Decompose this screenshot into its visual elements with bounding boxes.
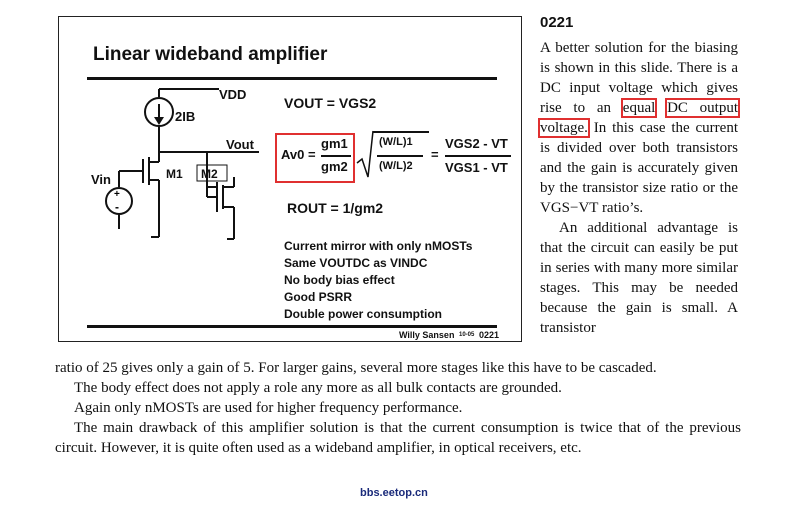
right-paragraph-1-end: In this case the current is divided over… (540, 120, 738, 216)
wl2-label: (W/L)2 (379, 160, 413, 172)
sqrt-symbol (356, 130, 374, 178)
sqrt-overbar (373, 131, 429, 133)
vin-label: Vin (91, 172, 111, 187)
m1-label: M1 (166, 167, 183, 181)
footer-rule (87, 325, 497, 328)
slide-title: Linear wideband amplifier (93, 44, 328, 65)
slide-figure: Linear wideband amplifier (58, 16, 522, 342)
m2-label: M2 (201, 167, 218, 181)
svg-text:+: + (114, 189, 120, 200)
right-paragraph-1-start: A better solution for the biasing is sho… (540, 40, 738, 116)
right-paragraph-2: An additional advantage is that the circ… (540, 220, 738, 336)
bullet-4: Good PSRR (284, 290, 352, 304)
bullet-2: Same VOUTDC as VINDC (284, 256, 428, 270)
bullet-5: Double power consumption (284, 307, 442, 321)
slide-number-heading: 0221 (540, 14, 574, 31)
vgs-fraction-bar (445, 155, 511, 157)
equals-sign: = (431, 147, 439, 162)
gain-fraction-bar (321, 155, 351, 157)
highlight-dc-output: DC output voltage. (537, 98, 741, 138)
bottom-paragraph-4: The main drawback of this amplifier solu… (55, 420, 741, 456)
bottom-paragraph-1: ratio of 25 gives only a gain of 5. For … (55, 360, 657, 376)
gm1-label: gm1 (321, 136, 348, 151)
rout-equation: ROUT = 1/gm2 (287, 200, 384, 216)
vgs2-vt-label: VGS2 - VT (445, 136, 508, 151)
gain-highlight-box (275, 133, 355, 183)
vdd-label: VDD (219, 87, 247, 102)
bottom-paragraph-3: Again only nMOSTs are used for higher fr… (74, 400, 463, 416)
wl-fraction-bar (377, 155, 423, 157)
title-rule (87, 77, 497, 80)
vout-label: Vout (226, 137, 254, 152)
vgs1-vt-label: VGS1 - VT (445, 160, 508, 175)
bottom-paragraph-2: The body effect does not apply a role an… (74, 380, 562, 396)
footer-author: Willy Sansen (399, 330, 455, 340)
gain-lhs: Av0 = (281, 147, 316, 162)
bullet-3: No body bias effect (284, 273, 395, 287)
watermark: bbs.eetop.cn (360, 487, 428, 499)
right-column-text: A better solution for the biasing is sho… (537, 38, 741, 338)
bullet-1: Current mirror with only nMOSTs (284, 239, 473, 253)
footer-date: 10-05 (459, 332, 475, 338)
highlight-equal: equal (620, 98, 658, 118)
wl1-label: (W/L)1 (379, 136, 413, 148)
right-paragraph-1: A better solution for the biasing is sho… (537, 38, 741, 218)
bottom-text: ratio of 25 gives only a gain of 5. For … (55, 358, 741, 458)
circuit-schematic: + - (105, 88, 259, 240)
current-source-label: 2IB (175, 109, 196, 124)
vout-equation: VOUT = VGS2 (284, 95, 377, 111)
svg-text:-: - (115, 200, 119, 214)
gm2-label: gm2 (321, 159, 348, 174)
footer-number: 0221 (479, 330, 500, 340)
